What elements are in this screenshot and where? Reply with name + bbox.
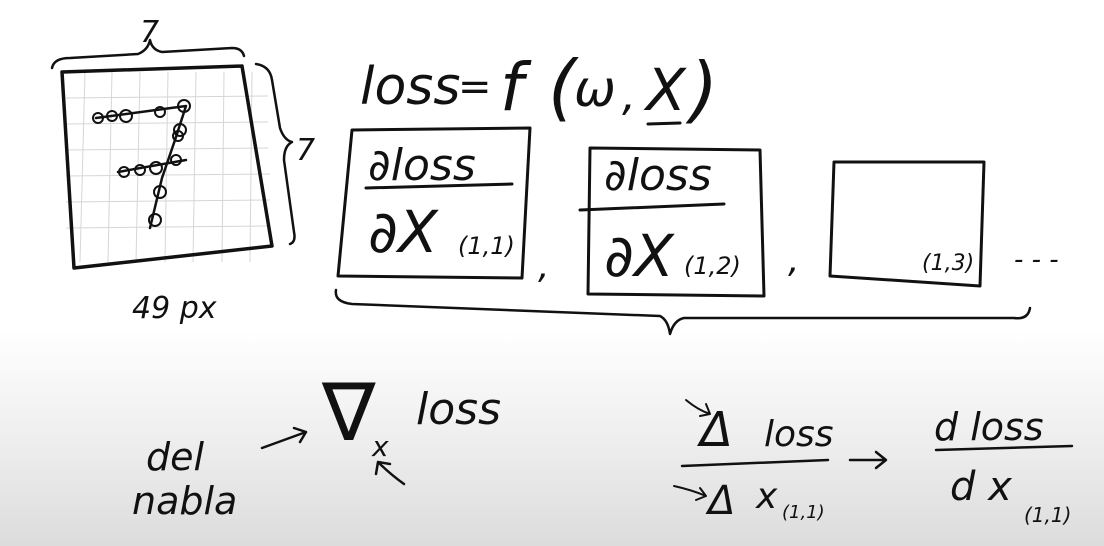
- delta-fraction: Δ loss Δ x (1,1): [673, 399, 834, 524]
- ellipsis: - - -: [1014, 245, 1059, 275]
- height-brace: [254, 62, 296, 246]
- partial-1-denominator: ∂X: [368, 198, 439, 266]
- loss-equation-arg-x: X: [643, 56, 687, 124]
- partial-2-denominator: ∂X: [604, 222, 675, 290]
- height-label: 7: [296, 133, 315, 168]
- delta-den-index: (1,1): [782, 502, 825, 523]
- implies-arrow: [848, 450, 888, 470]
- partials-separator-1: ,: [538, 246, 549, 287]
- loss-equation-open-paren: (: [548, 45, 579, 129]
- image-frame: [60, 64, 274, 270]
- image-grid-figure: 7 7 49 px: [50, 15, 315, 326]
- partial-box-1[interactable]: ∂loss ∂X (1,1): [336, 126, 532, 280]
- loss-equation-comma: ,: [622, 70, 636, 121]
- delta-fraction-bar: [680, 458, 830, 468]
- d-num-text: d loss: [934, 405, 1044, 449]
- width-label: 7: [140, 15, 159, 50]
- partials-brace: [334, 288, 1032, 336]
- loss-equation-arg-w: ω: [574, 60, 616, 118]
- delta-num-symbol: Δ: [696, 402, 733, 458]
- partial-2-index: (1,2): [684, 252, 741, 280]
- loss-equation: loss = f ( ω , X ): [360, 45, 718, 131]
- loss-equation-close-paren: ): [685, 47, 718, 131]
- partial-box-3[interactable]: (1,3): [828, 160, 986, 288]
- nabla-label: nabla: [132, 479, 237, 523]
- loss-equation-equals: =: [458, 64, 492, 110]
- partial-2-numerator: ∂loss: [604, 150, 712, 201]
- del-label: del: [146, 435, 205, 479]
- partial-1-numerator: ∂loss: [368, 140, 476, 191]
- partial-box-2[interactable]: ∂loss ∂X (1,2): [578, 146, 766, 298]
- del-arrow: [260, 426, 308, 450]
- subscript-arrow: [374, 460, 406, 486]
- digit-seven-strokes: [92, 99, 191, 230]
- d-fraction: d loss d x (1,1): [934, 405, 1074, 527]
- delta-den-text: x: [755, 476, 778, 517]
- nabla-subscript: x: [371, 430, 389, 463]
- partial-1-fraction-bar: [364, 182, 514, 190]
- delta-num-text: loss: [764, 414, 834, 455]
- vector-underline: [646, 121, 682, 126]
- delta-den-arrow: [673, 485, 707, 501]
- partial-3-index: (1,3): [922, 251, 974, 276]
- width-brace: [50, 38, 246, 70]
- pixel-grid: [65, 71, 271, 263]
- d-den-index: (1,1): [1024, 503, 1071, 527]
- partials-row: ∂loss ∂X (1,1) , ∂loss ∂X (1,2) , (1,3) …: [334, 126, 1059, 336]
- partial-2-fraction-bar: [578, 202, 726, 212]
- d-den-text: d x: [950, 464, 1012, 510]
- d-fraction-bar: [934, 444, 1074, 452]
- loss-equation-lhs: loss: [360, 57, 460, 117]
- delta-den-symbol: Δ: [705, 478, 735, 524]
- nabla-symbol: ∇: [321, 366, 376, 459]
- nabla-section: del nabla ∇ x loss: [132, 366, 501, 523]
- loss-equation-function: f: [500, 49, 532, 126]
- pixel-count-label: 49 px: [132, 291, 217, 326]
- partial-1-index: (1,1): [458, 232, 515, 260]
- delta-num-arrow: [685, 399, 711, 417]
- partials-separator-2: ,: [788, 240, 799, 281]
- nabla-loss-label: loss: [416, 384, 501, 435]
